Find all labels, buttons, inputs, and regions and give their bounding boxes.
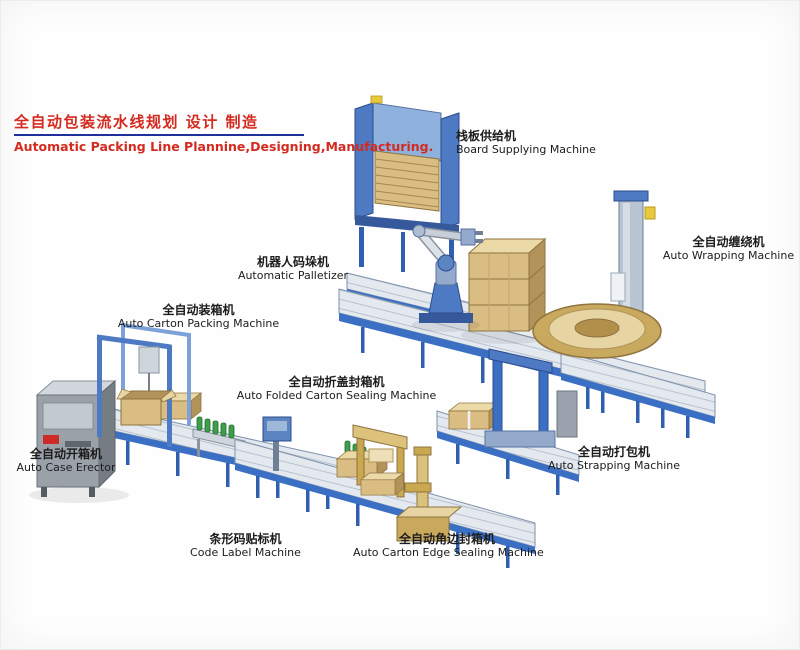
wrapper-exit-conveyor xyxy=(560,350,716,438)
label-en: Auto Carton Packing Machine xyxy=(117,317,280,330)
label-zh: 全自动折盖封箱机 xyxy=(288,375,385,389)
auto-folded-carton-sealing-machine-illustration xyxy=(352,424,408,498)
auto-carton-edge-sealing-machine-illustration xyxy=(395,446,463,542)
auto-strapping-machine-illustration xyxy=(484,348,556,448)
label-en: Auto Strapping Machine xyxy=(547,459,681,472)
label-auto-carton-packing-machine: 全自动装箱机 Auto Carton Packing Machine xyxy=(101,303,296,330)
green-bottles xyxy=(196,416,235,439)
auto-carton-packing-machine-illustration xyxy=(96,323,191,447)
page-title: 全自动包装流水线规划 设计 制造 Automatic Packing Line … xyxy=(14,111,433,154)
label-zh: 栈板供给机 xyxy=(456,129,517,143)
label-en: Automatic Palletizer xyxy=(237,269,349,282)
auto-case-erector-illustration xyxy=(29,379,129,503)
label-zh: 全自动打包机 xyxy=(577,445,650,459)
label-auto-strapping-machine: 全自动打包机 Auto Strapping Machine xyxy=(539,445,689,472)
label-automatic-palletizer: 机器人码垛机 Automatic Palletizer xyxy=(223,255,363,282)
label-board-supplying-machine: 栈板供给机 Board Supplying Machine xyxy=(456,129,616,156)
strapping-cabinet xyxy=(556,390,578,438)
label-en: Auto Wrapping Machine xyxy=(662,249,795,262)
label-auto-carton-edge-sealing-machine: 全自动角边封箱机 Auto Carton Edge Sealing Machin… xyxy=(353,532,544,559)
label-en: Auto Case Erector xyxy=(16,461,116,474)
label-en: Auto Carton Edge Sealing Machine xyxy=(353,546,544,559)
board-supplying-machine-illustration xyxy=(354,95,460,275)
label-zh: 全自动开箱机 xyxy=(29,447,102,461)
title-chinese: 全自动包装流水线规划 设计 制造 xyxy=(14,113,259,131)
label-en: Code Label Machine xyxy=(190,546,301,559)
bottle-infeed-table xyxy=(192,416,246,467)
label-en: Auto Folded Carton Sealing Machine xyxy=(236,389,437,402)
label-auto-wrapping-machine: 全自动缠绕机 Auto Wrapping Machine xyxy=(656,235,799,262)
label-auto-case-erector: 全自动开箱机 Auto Case Erector xyxy=(6,447,126,474)
label-zh: 全自动缠绕机 xyxy=(692,235,765,249)
label-zh: 条形码贴标机 xyxy=(209,532,282,546)
code-label-machine-illustration xyxy=(262,416,292,471)
label-zh: 全自动装箱机 xyxy=(162,303,235,317)
title-english: Automatic Packing Line Plannine,Designin… xyxy=(14,139,434,154)
pallet-stack xyxy=(461,237,553,344)
label-code-label-machine: 条形码贴标机 Code Label Machine xyxy=(183,532,308,559)
title-underline xyxy=(14,134,304,136)
label-zh: 全自动角边封箱机 xyxy=(398,532,495,546)
label-zh: 机器人码垛机 xyxy=(256,255,329,269)
wrapping-turntable xyxy=(532,303,662,359)
robot-palletizer-illustration xyxy=(412,224,483,332)
label-auto-folded-carton-sealing-machine: 全自动折盖封箱机 Auto Folded Carton Sealing Mach… xyxy=(229,375,444,402)
label-en: Board Supplying Machine xyxy=(456,143,596,156)
